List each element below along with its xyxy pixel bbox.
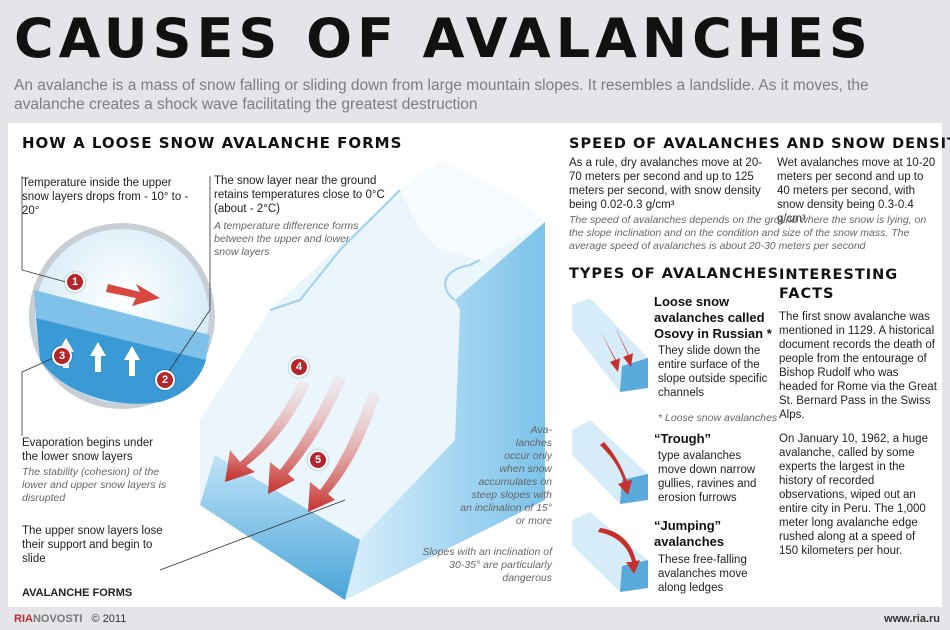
type-loose-desc: They slide down the entire surface of th… bbox=[658, 345, 768, 399]
step-marker-1: 1 bbox=[65, 272, 85, 292]
speed-note: The speed of avalanches depends on the g… bbox=[569, 214, 927, 252]
brand-ria: RIA bbox=[14, 613, 33, 625]
facts-heading: INTERESTING FACTS bbox=[779, 267, 899, 302]
types-heading: TYPES OF AVALANCHES bbox=[569, 266, 780, 282]
facts-p2: On January 10, 1962, a huge avalanche, c… bbox=[779, 433, 928, 557]
snow-layers-magnifier bbox=[29, 223, 215, 409]
avalanche-forms-label: AVALANCHE FORMS bbox=[22, 587, 133, 599]
type-thumb-jumping bbox=[572, 512, 648, 592]
site-link[interactable]: www.ria.ru bbox=[884, 613, 940, 625]
type-trough-title: “Trough” bbox=[654, 431, 712, 446]
step-marker-2: 2 bbox=[155, 370, 175, 390]
type-loose-footnote: * Loose snow avalanches bbox=[658, 412, 778, 424]
ria-novosti-logo: RIANOVOSTI © 2011 bbox=[14, 613, 126, 625]
type-jumping-title: “Jumping” avalanches bbox=[654, 518, 725, 549]
type-trough-desc: type avalanches move down narrow gullies… bbox=[658, 450, 757, 504]
facts-p1: The first snow avalanche was mentioned i… bbox=[779, 311, 937, 421]
note-dangerous: Slopes with an inclination of 30-35° are… bbox=[422, 546, 552, 584]
note-evaporation: Evaporation begins under the lower snow … bbox=[22, 437, 154, 463]
note-temp-upper: Temperature inside the upper snow layers… bbox=[22, 177, 189, 217]
intro-text: An avalanche is a mass of snow falling o… bbox=[14, 77, 869, 113]
page-title: CAUSES OF AVALANCHES bbox=[14, 7, 873, 70]
brand-novosti: NOVOSTI bbox=[32, 613, 83, 625]
speed-heading: SPEED OF AVALANCHES AND SNOW DENSITY bbox=[569, 136, 950, 152]
speed-dry: As a rule, dry avalanches move at 20-70 … bbox=[569, 157, 763, 211]
slide-arrows bbox=[225, 375, 380, 512]
type-loose-title: Loose snow avalanches called Osovy in Ru… bbox=[654, 294, 772, 341]
formation-heading: HOW A LOOSE SNOW AVALANCHE FORMS bbox=[22, 134, 403, 152]
note-stability: The stability (cohesion) of the lower an… bbox=[22, 466, 167, 504]
note-support: The upper snow layers lose their support… bbox=[22, 525, 163, 565]
speed-wet: Wet avalanches move at 10-20 meters per … bbox=[777, 157, 936, 225]
note-ground-layer: The snow layer near the ground retains t… bbox=[214, 175, 385, 215]
type-jumping-desc: These free-falling avalanches move along… bbox=[658, 554, 748, 594]
step-marker-5: 5 bbox=[308, 450, 328, 470]
footer: RIANOVOSTI © 2011 www.ria.ru bbox=[0, 607, 950, 630]
type-thumb-trough bbox=[572, 420, 648, 504]
step-marker-3: 3 bbox=[52, 346, 72, 366]
note-occur: Ava- lanches occur only when snow accumu… bbox=[460, 424, 552, 527]
copyright: © 2011 bbox=[91, 613, 127, 625]
leader-lines bbox=[21, 176, 346, 571]
note-difference: A temperature difference forms between t… bbox=[214, 220, 359, 258]
type-thumb-loose bbox=[572, 298, 648, 392]
mountain-block bbox=[200, 160, 545, 600]
step-marker-4: 4 bbox=[289, 357, 309, 377]
